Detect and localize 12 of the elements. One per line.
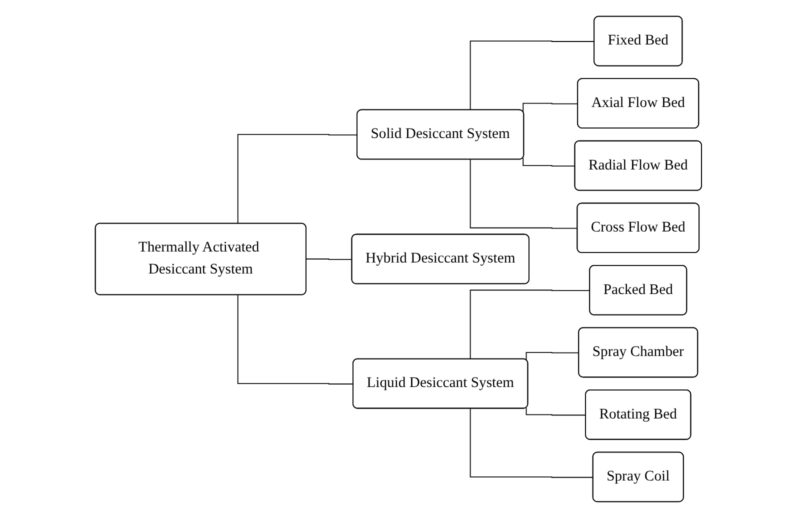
connector (526, 406, 587, 416)
tree-diagram: Thermally Activated Desiccant System Solid Desiccant System Hybrid Desiccant System Liquid Desiccant System Fixed Bed Axial Flow Bed Radial Flow Bed Cross Flow Bed Packed Bed Spray Chamber Rotating Bed Spray Coil (88, 8, 709, 508)
connector (522, 102, 579, 112)
connector (470, 408, 594, 478)
connector (470, 40, 596, 110)
connector (470, 289, 591, 360)
connector (237, 134, 358, 224)
connector (522, 156, 576, 166)
connector (526, 351, 580, 360)
connector (306, 258, 353, 260)
connector (237, 294, 354, 384)
connector (470, 158, 578, 228)
